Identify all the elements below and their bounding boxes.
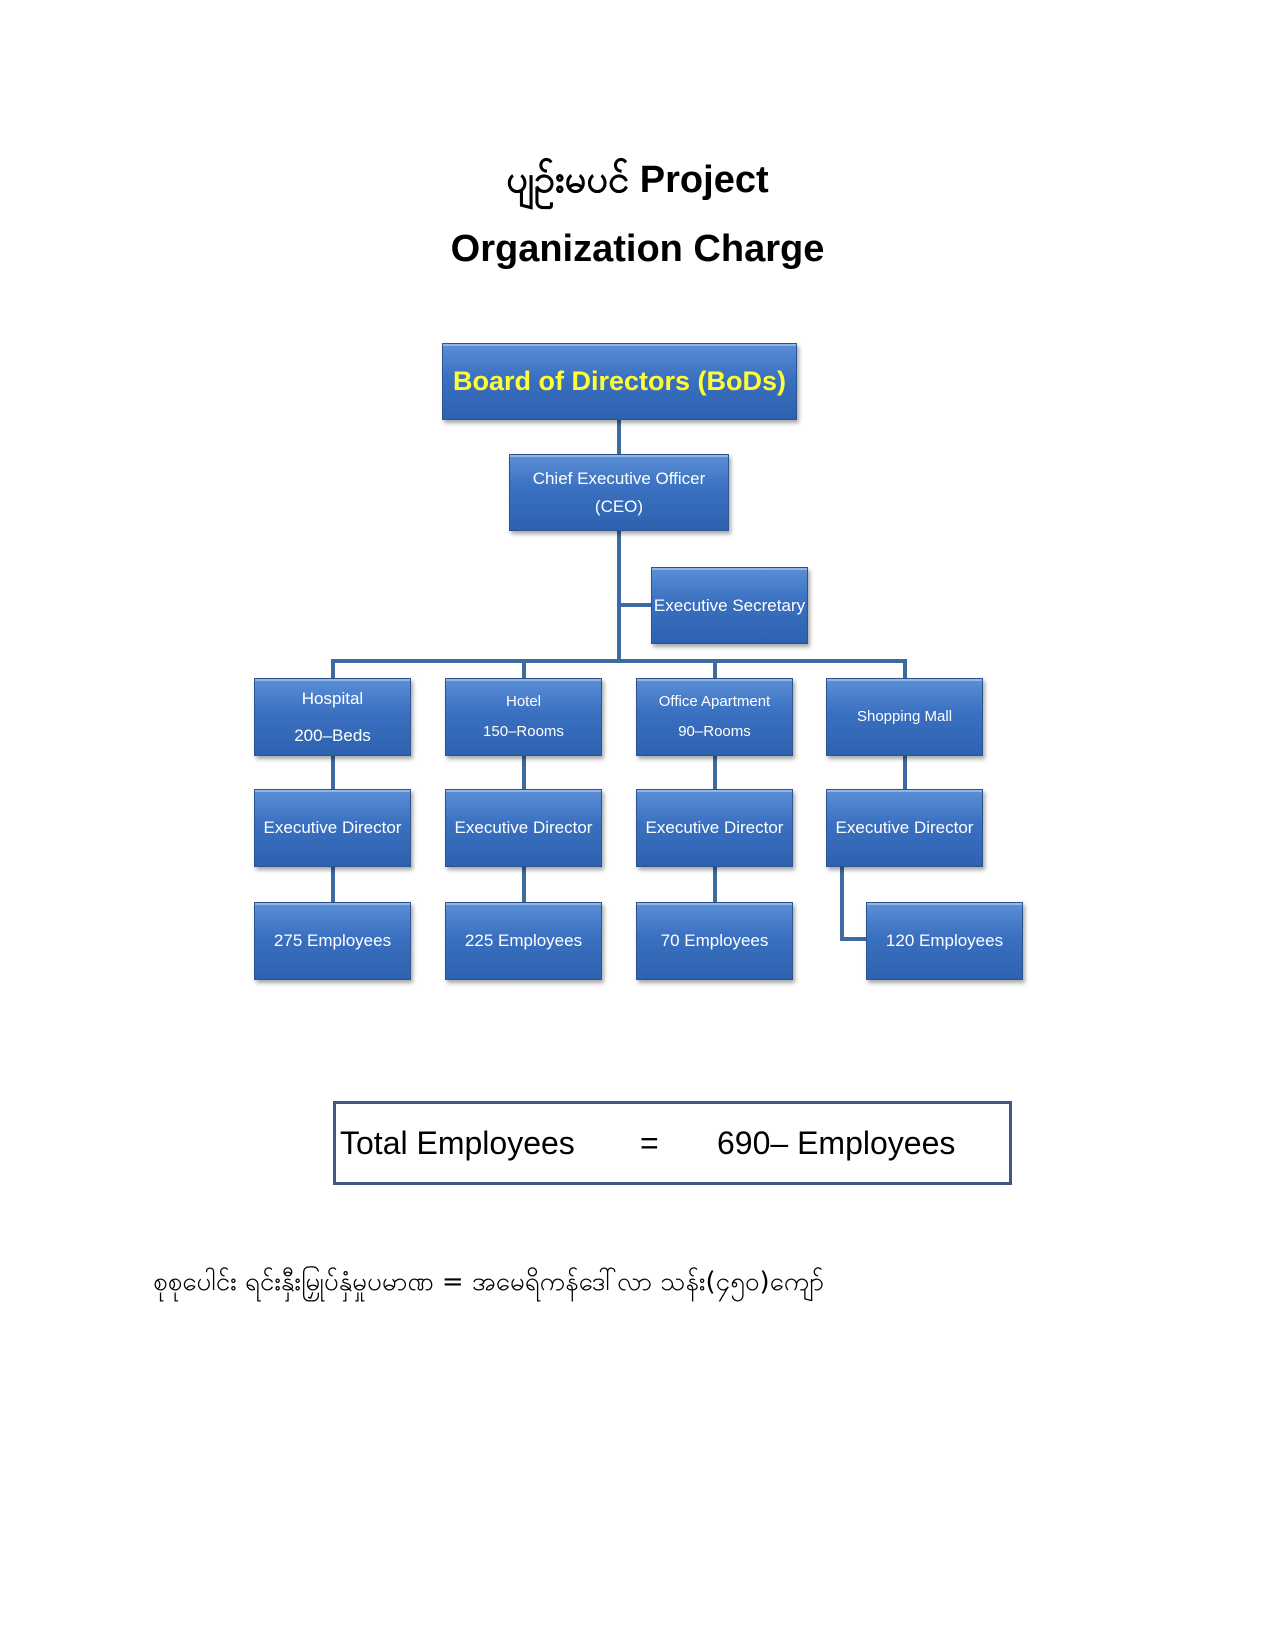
director-label: Executive Director bbox=[645, 818, 784, 838]
total-value: 690– Employees bbox=[717, 1124, 956, 1161]
division-capacity: 90–Rooms bbox=[678, 723, 751, 740]
employees-box: 225 Employees bbox=[445, 902, 602, 980]
connector bbox=[713, 661, 717, 678]
employees-box: 70 Employees bbox=[636, 902, 793, 980]
division-box: Hospital 200–Beds bbox=[254, 678, 411, 756]
division-capacity: 200–Beds bbox=[294, 726, 371, 745]
connector bbox=[331, 659, 907, 663]
connector bbox=[331, 661, 335, 678]
bod-label: Board of Directors (BoDs) bbox=[452, 365, 787, 396]
secretary-label: Executive Secretary bbox=[653, 595, 806, 615]
connector bbox=[840, 867, 844, 940]
employee-count: 275 Employees bbox=[273, 931, 392, 951]
division-capacity: 150–Rooms bbox=[483, 723, 564, 740]
total-label: Total Employees bbox=[340, 1124, 575, 1161]
connector bbox=[903, 756, 907, 789]
connector bbox=[617, 420, 621, 454]
ceo-abbr: (CEO) bbox=[594, 496, 644, 516]
executive-director-box: Executive Director bbox=[445, 789, 602, 867]
division-box: Hotel 150–Rooms bbox=[445, 678, 602, 756]
employee-count: 225 Employees bbox=[464, 931, 583, 951]
employee-count: 70 Employees bbox=[660, 931, 769, 951]
division-name: Office Apartment bbox=[658, 693, 771, 710]
board-of-directors-box: Board of Directors (BoDs) bbox=[442, 343, 797, 420]
employees-box: 120 Employees bbox=[866, 902, 1023, 980]
ceo-box: Chief Executive Officer (CEO) bbox=[509, 454, 729, 531]
division-box: Office Apartment 90–Rooms bbox=[636, 678, 793, 756]
division-box: Shopping Mall bbox=[826, 678, 983, 756]
connector bbox=[840, 937, 866, 941]
investment-summary: စုစုပေါင်း ရင်းနှီးမြှုပ်နှံမှုပမာဏ = အမ… bbox=[153, 1267, 825, 1297]
employee-count: 120 Employees bbox=[885, 931, 1004, 951]
total-employees-box: Total Employees = 690– Employees bbox=[333, 1101, 1012, 1185]
chart-title: Organization Charge bbox=[450, 228, 825, 270]
connector bbox=[522, 661, 526, 678]
director-label: Executive Director bbox=[454, 818, 593, 838]
division-name: Shopping Mall bbox=[856, 708, 953, 725]
director-label: Executive Director bbox=[263, 818, 402, 838]
connector bbox=[903, 661, 907, 678]
director-label: Executive Director bbox=[835, 818, 974, 838]
executive-director-box: Executive Director bbox=[636, 789, 793, 867]
executive-director-box: Executive Director bbox=[254, 789, 411, 867]
project-title: ပျဉ်းမပင် Project bbox=[506, 159, 769, 201]
secretary-box: Executive Secretary bbox=[651, 567, 808, 644]
division-name: Hospital bbox=[301, 688, 364, 708]
employees-box: 275 Employees bbox=[254, 902, 411, 980]
total-equals: = bbox=[640, 1124, 659, 1161]
executive-director-box: Executive Director bbox=[826, 789, 983, 867]
division-name: Hotel bbox=[505, 693, 542, 710]
connector bbox=[617, 531, 621, 663]
ceo-title: Chief Executive Officer bbox=[532, 469, 706, 489]
connector bbox=[619, 603, 651, 607]
